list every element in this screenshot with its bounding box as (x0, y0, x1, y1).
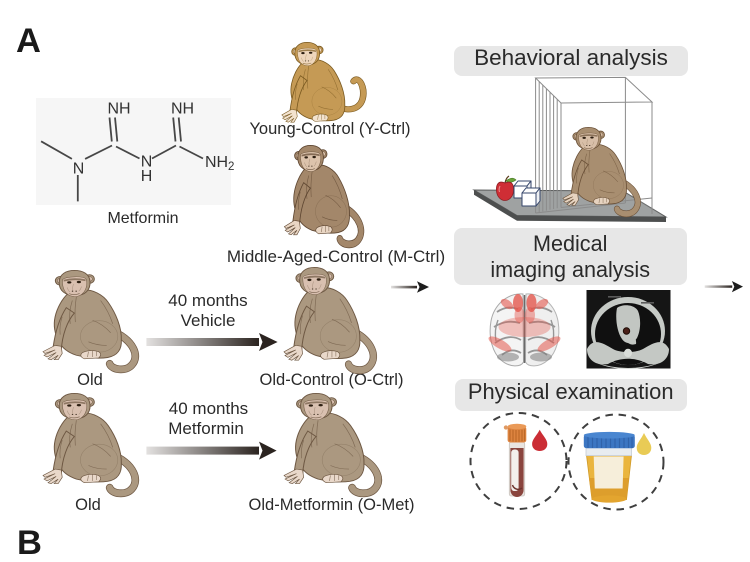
svg-text:NH: NH (171, 101, 194, 118)
svg-text:NH: NH (205, 154, 228, 171)
svg-text:N: N (73, 161, 85, 178)
svg-text:2: 2 (228, 161, 234, 173)
svg-text:H: H (141, 168, 153, 185)
svg-text:N: N (141, 154, 153, 171)
svg-text:NH: NH (107, 101, 130, 118)
